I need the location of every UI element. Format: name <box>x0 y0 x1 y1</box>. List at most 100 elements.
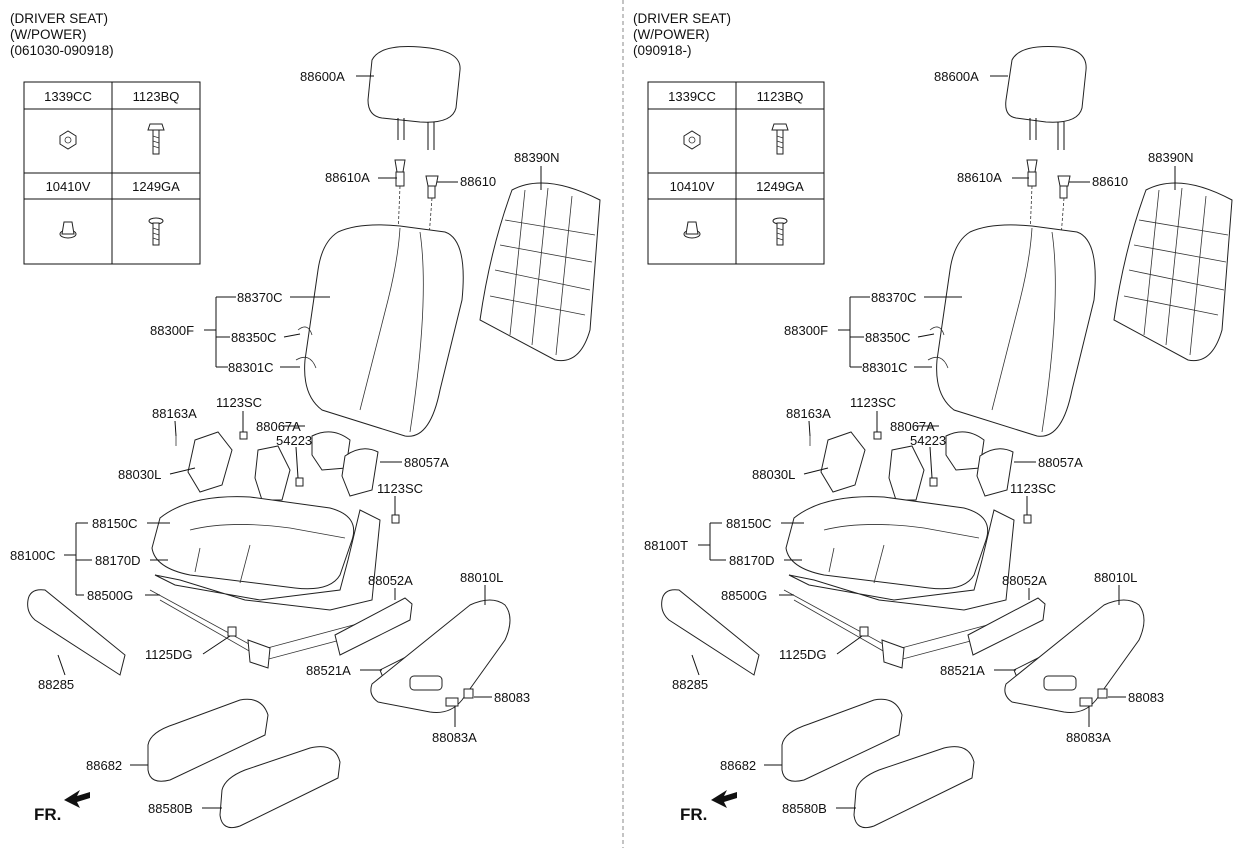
label-headrest: 88600A <box>300 69 345 84</box>
cover-88052a <box>967 597 1046 656</box>
cover-88682-part <box>147 698 269 782</box>
label-cushion-assy: 88100T <box>644 538 688 553</box>
side-cover <box>370 599 511 713</box>
label-back-cover: 88370C <box>237 290 283 305</box>
label-bolt-1123sc-top: 1123SC <box>850 395 896 410</box>
label-cover-88580b: 88580B <box>782 801 827 816</box>
side-cover <box>1004 599 1145 713</box>
headrest <box>1005 46 1087 150</box>
nut-icon <box>59 130 77 150</box>
table-cell-1339cc: 1339CC <box>44 89 92 104</box>
label-guide-a: 88610A <box>325 170 370 185</box>
screw-icon <box>148 217 164 246</box>
table-cell-10410v: 10410V <box>670 179 715 194</box>
label-cover-88521a: 88521A <box>306 663 351 678</box>
fastener-table: 1339CC 1123BQ 10410V 1249GA <box>647 81 825 265</box>
clip-icon <box>683 221 701 239</box>
cover-88052a <box>334 597 413 656</box>
label-bolt-1123sc-top: 1123SC <box>216 395 262 410</box>
label-cushion-pad: 88170D <box>729 553 775 568</box>
label-cushion-assy: 88100C <box>10 548 56 563</box>
label-cover-88052a: 88052A <box>1002 573 1047 588</box>
table-cell-1249ga: 1249GA <box>132 179 180 194</box>
label-screw-88163a: 88163A <box>152 406 197 421</box>
label-switch-54223: 54223 <box>276 433 312 448</box>
bolt-icon <box>147 123 165 155</box>
label-side-cover: 88010L <box>1094 570 1137 585</box>
header-line-1: (DRIVER SEAT) <box>10 11 108 26</box>
side-trim <box>27 589 126 676</box>
table-cell-1123bq: 1123BQ <box>133 89 180 104</box>
label-guide: 88610 <box>1092 174 1128 189</box>
label-bolt-1125dg: 1125DG <box>145 647 192 662</box>
seat-back <box>295 224 464 437</box>
side-trim <box>661 589 760 676</box>
label-cover-88052a: 88052A <box>368 573 413 588</box>
leader-lines <box>57 75 542 809</box>
label-back-board: 88390N <box>1148 150 1194 165</box>
label-back-assy: 88300F <box>150 323 194 338</box>
screw-icon <box>772 217 788 246</box>
front-direction-arrow-icon <box>64 790 90 808</box>
label-knob-88083: 88083 <box>1128 690 1164 705</box>
label-bolt-1123sc-right: 1123SC <box>377 481 423 496</box>
label-track-frame: 88500G <box>721 588 767 603</box>
label-guide: 88610 <box>460 174 496 189</box>
label-back-frame: 88301C <box>862 360 908 375</box>
label-trim-88285: 88285 <box>38 677 74 692</box>
label-bolt-1123sc-right: 1123SC <box>1010 481 1056 496</box>
back-board <box>479 182 601 362</box>
label-cover-88067a: 88067A <box>890 419 935 434</box>
header-line-3: (090918-) <box>633 43 692 58</box>
label-knob-88083a: 88083A <box>1066 730 1111 745</box>
clip-icon <box>59 221 77 239</box>
seat-cushion <box>785 496 989 590</box>
fastener-table: 1339CC 1123BQ 10410V 1249GA <box>23 81 201 265</box>
nut-icon <box>683 130 701 150</box>
back-board <box>1113 182 1233 362</box>
label-switch-54223: 54223 <box>910 433 946 448</box>
cover-88580b-part <box>853 746 975 829</box>
label-trim-88285: 88285 <box>672 677 708 692</box>
label-back-board: 88390N <box>514 150 560 165</box>
label-back-cover: 88370C <box>871 290 917 305</box>
label-bolt-1125dg: 1125DG <box>779 647 826 662</box>
seat-cushion <box>151 496 355 590</box>
table-cell-1249ga: 1249GA <box>756 179 804 194</box>
bolt-icon <box>771 123 789 155</box>
right-panel: (DRIVER SEAT) (W/POWER) (090918-) 1339CC… <box>633 11 1233 829</box>
table-cell-10410v: 10410V <box>46 179 91 194</box>
header-line-3: (061030-090918) <box>10 43 114 58</box>
recliner-parts <box>175 431 400 524</box>
label-cover-88521a: 88521A <box>940 663 985 678</box>
label-cover-88682: 88682 <box>720 758 756 773</box>
label-cover-88067a: 88067A <box>256 419 301 434</box>
label-cover-88057a: 88057A <box>404 455 449 470</box>
front-marker: FR. <box>680 805 707 824</box>
left-panel: (DRIVER SEAT) (W/POWER) (061030-090918) … <box>10 11 601 829</box>
label-track-frame: 88500G <box>87 588 133 603</box>
headrest <box>367 46 461 150</box>
label-cushion-cover: 88150C <box>92 516 138 531</box>
header-line-2: (W/POWER) <box>10 27 87 42</box>
headrest-guides <box>394 159 439 251</box>
front-marker: FR. <box>34 805 61 824</box>
label-side-cover: 88010L <box>460 570 503 585</box>
label-guide-a: 88610A <box>957 170 1002 185</box>
label-cushion-pad: 88170D <box>95 553 141 568</box>
label-cover-88030l: 88030L <box>752 467 795 482</box>
label-back-pad: 88350C <box>865 330 911 345</box>
seat-back <box>927 224 1096 437</box>
recliner-parts <box>809 431 1032 524</box>
label-knob-88083: 88083 <box>494 690 530 705</box>
header-line-1: (DRIVER SEAT) <box>633 11 731 26</box>
label-headrest: 88600A <box>934 69 979 84</box>
header-line-2: (W/POWER) <box>633 27 710 42</box>
table-cell-1123bq: 1123BQ <box>757 89 804 104</box>
label-cover-88682: 88682 <box>86 758 122 773</box>
label-cushion-cover: 88150C <box>726 516 772 531</box>
label-back-pad: 88350C <box>231 330 277 345</box>
label-back-frame: 88301C <box>228 360 274 375</box>
seat-track-frame <box>149 509 381 669</box>
